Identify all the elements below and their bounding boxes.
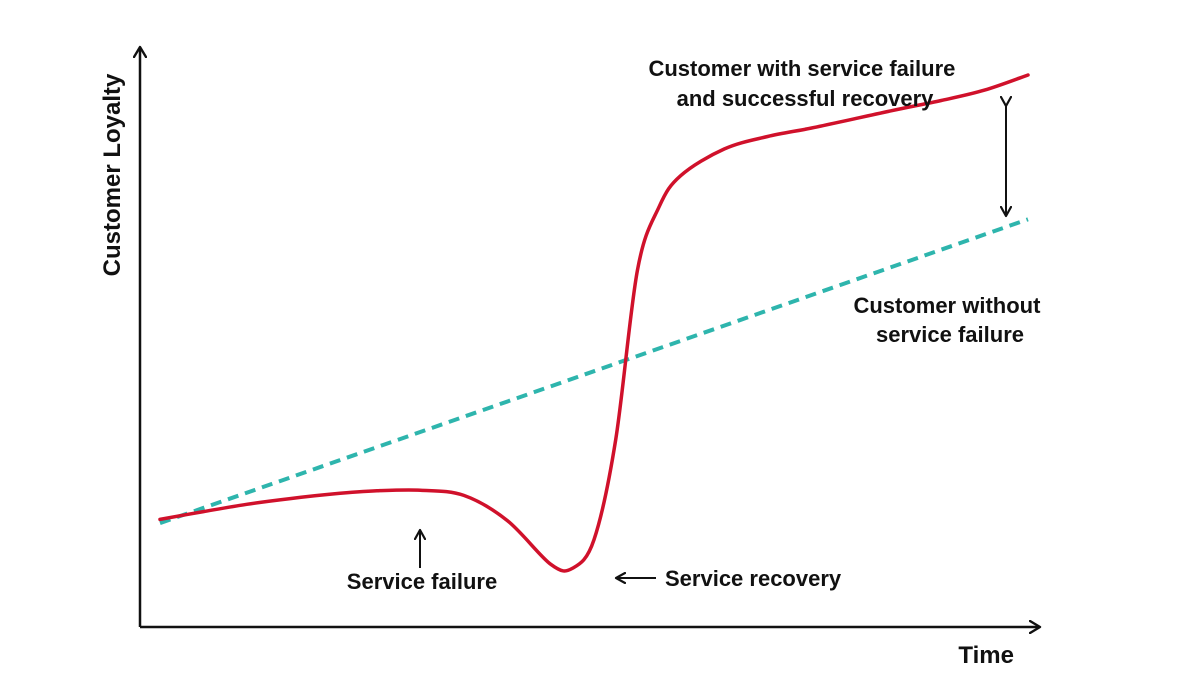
recovery-series-label: Customer with service failure and succes… (648, 56, 961, 111)
series-line-with-recovery (158, 73, 1030, 573)
series-line-without-failure (159, 217, 1029, 525)
service-failure-label: Service failure (347, 569, 497, 594)
x-axis-label: Time (958, 642, 1014, 669)
y-axis-label: Customer Loyalty (99, 73, 126, 276)
service-recovery-label: Service recovery (665, 566, 842, 591)
baseline-series-label: Customer without service failure (853, 293, 1046, 347)
